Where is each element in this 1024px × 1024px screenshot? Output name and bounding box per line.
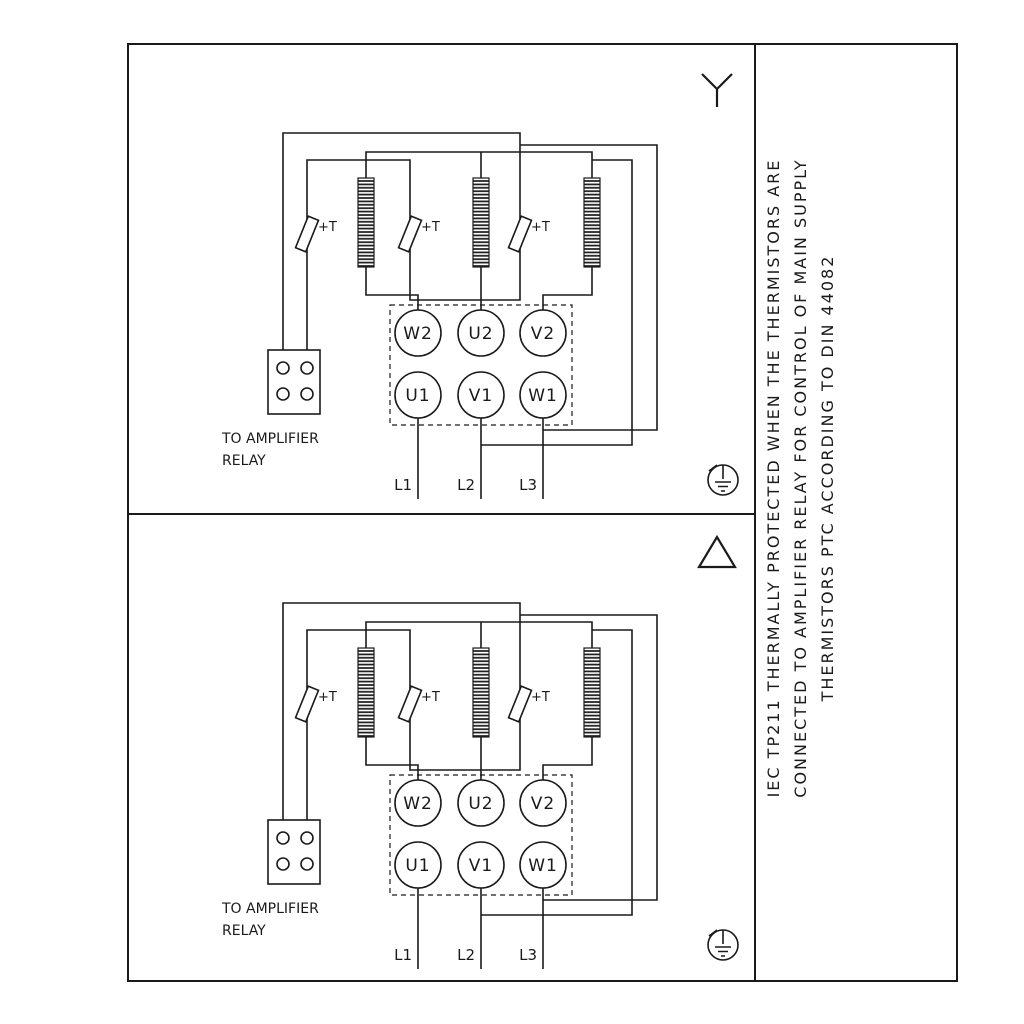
relay-terminal [300, 361, 314, 375]
right-routing-wires [481, 144, 658, 446]
note-line-2: CONNECTED TO AMPLIFIER RELAY FOR CONTROL… [791, 158, 810, 797]
supply-wires [417, 418, 544, 499]
amplifier-relay-block: TO AMPLIFIER RELAY [221, 349, 321, 469]
supply-label-L3: L3 [519, 476, 537, 494]
earth-ground-icon [707, 929, 739, 961]
relay-terminal [300, 387, 314, 401]
terminal-label-U2: U2 [468, 324, 493, 344]
terminal-label-V2: V2 [531, 324, 555, 344]
thermistor-symbol [507, 685, 533, 723]
relay-caption-line2: RELAY [222, 923, 266, 939]
winding-1 [357, 177, 375, 268]
thermistor-symbol [294, 215, 320, 253]
winding-terminal-wires [365, 737, 593, 780]
right-routing-wires [481, 614, 658, 916]
terminal-V2 [519, 309, 567, 357]
relay-terminal [300, 857, 314, 871]
winding-2 [472, 647, 490, 738]
thermistor-label: +T [531, 220, 550, 235]
thermistor-symbol [507, 215, 533, 253]
relay-caption-line1: TO AMPLIFIER [221, 431, 319, 447]
terminal-board-outline [389, 774, 573, 896]
terminal-V2 [519, 779, 567, 827]
supply-label-L1: L1 [394, 476, 412, 494]
thermistor-chain-wire [282, 132, 521, 362]
thermistor-1: +T [294, 215, 337, 253]
thermistor-label: +T [318, 690, 337, 705]
terminal-V1 [457, 371, 505, 419]
delta-panel: +T +T +T W2 U2 V2 U1 V1 W1 L1 L2 L3 [221, 534, 739, 969]
terminal-board-outline [389, 304, 573, 426]
star-symbol [701, 73, 733, 107]
terminal-U1 [394, 371, 442, 419]
relay-terminal [300, 831, 314, 845]
relay-box [267, 349, 321, 415]
thermistor-chain-wire [282, 602, 521, 832]
terminal-label-W2: W2 [403, 794, 433, 814]
delta-symbol [697, 534, 737, 569]
outer-border [127, 43, 958, 982]
thermistor-2: +T [397, 685, 440, 723]
terminal-W2 [394, 779, 442, 827]
terminal-label-V1: V1 [469, 856, 493, 876]
thermistor-1: +T [294, 685, 337, 723]
winding-terminal-wires [365, 267, 593, 310]
note-line-3: THERMISTORS PTC ACCORDING TO DIN 44082 [818, 255, 837, 703]
supply-label-L2: L2 [457, 476, 475, 494]
terminal-label-V1: V1 [469, 386, 493, 406]
relay-caption-line2: RELAY [222, 453, 266, 469]
star-panel: +T +T +T W2 U2 V2 U1 V1 W1 L1 L2 L3 [221, 73, 739, 499]
relay-terminal [276, 831, 290, 845]
terminal-W2 [394, 309, 442, 357]
thermistor-symbol [397, 215, 423, 253]
thermistor-2: +T [397, 215, 440, 253]
winding-3 [583, 177, 601, 268]
winding-1 [357, 647, 375, 738]
thermistor-label: +T [531, 690, 550, 705]
supply-wires [417, 888, 544, 969]
relay-box [267, 819, 321, 885]
terminal-V1 [457, 841, 505, 889]
note-line-1: IEC TP211 THERMALLY PROTECTED WHEN THE T… [764, 159, 783, 798]
relay-terminal [276, 387, 290, 401]
thermistor-symbol [294, 685, 320, 723]
star-bridge-wire [365, 151, 593, 178]
relay-terminal [276, 857, 290, 871]
terminal-W1 [519, 841, 567, 889]
winding-3 [583, 647, 601, 738]
terminal-label-U2: U2 [468, 794, 493, 814]
terminal-W1 [519, 371, 567, 419]
terminal-label-W1: W1 [528, 856, 558, 876]
terminal-label-W2: W2 [403, 324, 433, 344]
supply-label-L2: L2 [457, 946, 475, 964]
relay-caption-line1: TO AMPLIFIER [221, 901, 319, 917]
winding-2 [472, 177, 490, 268]
thermistor-label: +T [421, 690, 440, 705]
terminal-U2 [457, 309, 505, 357]
terminal-U1 [394, 841, 442, 889]
thermistor-3: +T [507, 215, 550, 253]
terminal-label-U1: U1 [405, 856, 430, 876]
thermistor-3: +T [507, 685, 550, 723]
terminal-U2 [457, 779, 505, 827]
terminal-label-W1: W1 [528, 386, 558, 406]
supply-label-L1: L1 [394, 946, 412, 964]
relay-terminal [276, 361, 290, 375]
bridge-wire [365, 621, 593, 648]
amplifier-relay-block: TO AMPLIFIER RELAY [221, 819, 321, 939]
sidebar-note: IEC TP211 THERMALLY PROTECTED WHEN THE T… [764, 158, 837, 797]
terminal-label-U1: U1 [405, 386, 430, 406]
terminal-label-V2: V2 [531, 794, 555, 814]
thermistor-symbol [397, 685, 423, 723]
supply-label-L3: L3 [519, 946, 537, 964]
earth-ground-icon [707, 464, 739, 496]
thermistor-label: +T [421, 220, 440, 235]
thermistor-label: +T [318, 220, 337, 235]
